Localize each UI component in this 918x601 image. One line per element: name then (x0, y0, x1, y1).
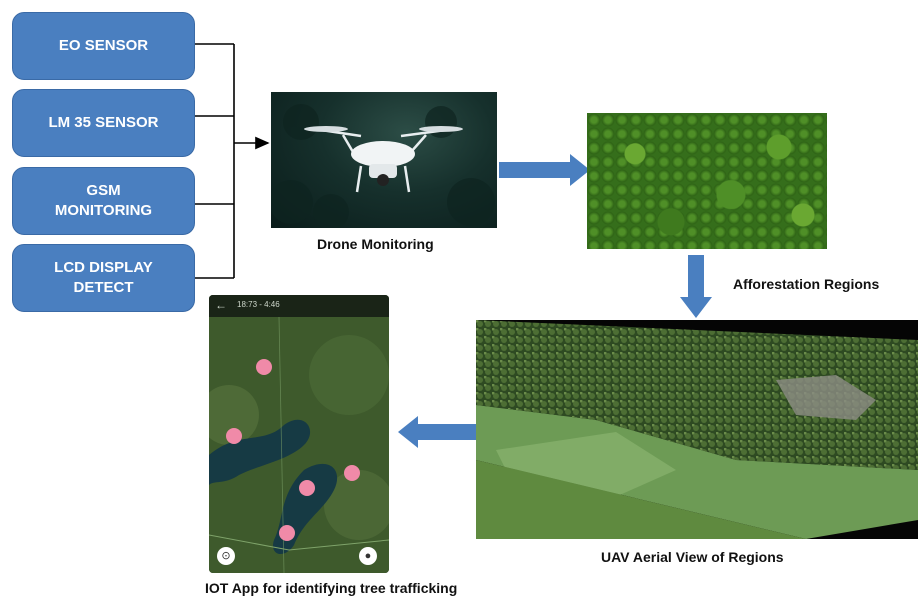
uav-terrain-render (476, 320, 918, 539)
gsm-monitoring-label: GSM MONITORING (54, 182, 153, 219)
compass-icon[interactable]: ⊙ (217, 547, 235, 565)
back-arrow-icon[interactable]: ← (215, 298, 227, 312)
eo-sensor-label: EO SENSOR (58, 37, 149, 54)
trafficking-marker (279, 525, 295, 541)
trafficking-marker (299, 480, 315, 496)
iot-app-screen: ← 18:73 - 4:46 ⊙ ● (209, 295, 389, 573)
arrow-drone-to-forest (499, 154, 590, 186)
forest-photo (587, 113, 827, 249)
drone-monitoring-caption: Drone Monitoring (317, 236, 434, 252)
iot-app-caption: IOT App for identifying tree trafficking (205, 580, 458, 596)
lcd-display-label: LCD DISPLAY DETECT (54, 259, 153, 296)
drone-icon (271, 104, 495, 228)
trafficking-marker (256, 359, 272, 375)
trafficking-marker (226, 428, 242, 444)
afforestation-caption: Afforestation Regions (733, 276, 880, 292)
phone-status-text: 18:73 - 4:46 (237, 300, 280, 309)
location-pin-icon[interactable]: ● (359, 547, 377, 565)
arrow-forest-to-uav (680, 255, 712, 318)
lm35-sensor-label: LM 35 SENSOR (48, 114, 159, 131)
app-map (209, 295, 389, 573)
uav-caption: UAV Aerial View of Regions (601, 549, 784, 565)
lcd-display-box: LCD DISPLAY DETECT (12, 244, 195, 312)
arrow-uav-to-app (398, 416, 477, 448)
lm35-sensor-box: LM 35 SENSOR (12, 89, 195, 157)
trafficking-marker (344, 465, 360, 481)
gsm-monitoring-box: GSM MONITORING (12, 167, 195, 235)
uav-aerial-view (476, 320, 918, 539)
sensor-bus-lines (195, 43, 270, 279)
eo-sensor-box: EO SENSOR (12, 12, 195, 80)
drone-photo (271, 92, 497, 228)
